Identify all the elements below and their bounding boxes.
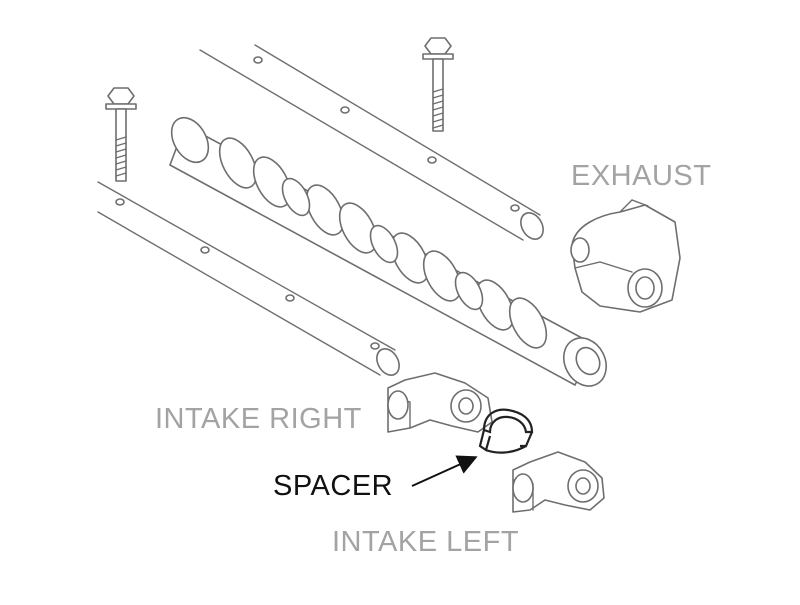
intake-left-label: INTAKE LEFT	[332, 526, 520, 558]
cam-lobe	[252, 156, 292, 208]
spacer	[478, 408, 534, 454]
intake-right-label: INTAKE RIGHT	[155, 403, 362, 435]
spacer-pointer-arrow	[411, 455, 478, 487]
cam-lobe	[422, 250, 462, 302]
exhaust-label: EXHAUST	[571, 160, 712, 192]
cam-lobe	[218, 137, 258, 189]
camshaft	[169, 116, 608, 387]
cam-lobe	[338, 202, 378, 254]
spacer-label: SPACER	[273, 470, 394, 502]
bolt-left	[105, 87, 137, 182]
exhaust-rocker-arm	[570, 199, 681, 313]
rocker-shaft-upper-back	[199, 44, 544, 241]
bolt-right	[422, 37, 454, 132]
rocker-shaft-lower-front	[97, 181, 400, 376]
intake-left-rocker-arm	[512, 451, 605, 513]
intake-right-rocker-arm	[387, 372, 493, 433]
cam-lobe	[475, 279, 515, 331]
cam-lobe	[508, 297, 548, 349]
cam-lobe	[305, 184, 345, 236]
cam-lobe	[390, 232, 430, 284]
